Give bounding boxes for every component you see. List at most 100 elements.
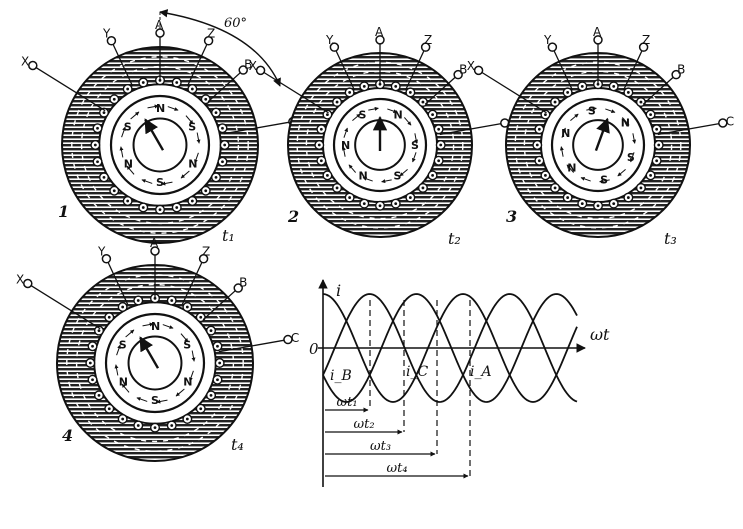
interval-label: ωt₄ — [387, 461, 408, 476]
pole-label: N — [567, 161, 576, 174]
conductor-dot — [612, 84, 616, 88]
pole-label: S — [188, 120, 196, 133]
conductor-dot — [199, 315, 203, 319]
terminal-lead — [424, 74, 459, 105]
field-arrow — [352, 113, 361, 122]
field-arrow — [343, 127, 349, 138]
field-arrow — [411, 152, 417, 163]
terminal-lead — [207, 69, 244, 103]
field-arrow — [414, 133, 419, 144]
pole-label: S — [124, 120, 132, 133]
field-arrow — [381, 179, 392, 184]
conductor-dot — [657, 143, 661, 147]
field-arrow — [126, 165, 135, 175]
field-arrow — [156, 399, 168, 404]
terminal-lead — [657, 122, 723, 136]
field-arrow — [119, 146, 124, 158]
conductor-dot — [639, 186, 643, 190]
conductor-dot — [612, 202, 616, 206]
pole-label: S — [183, 338, 191, 351]
panel-time: t₁ — [222, 226, 235, 245]
terminal-lead — [27, 282, 101, 330]
field-arrow — [632, 133, 637, 144]
field-arrow — [116, 344, 121, 356]
conductor-dot — [319, 127, 323, 131]
conductor-dot — [649, 113, 652, 117]
pole-label: S — [411, 139, 419, 152]
terminal-label-c: C — [291, 331, 299, 345]
conductor-dot — [553, 186, 557, 190]
pole-label: N — [151, 320, 160, 333]
terminal-lead — [260, 69, 329, 114]
terminal-label-z: Z — [424, 33, 432, 47]
panel-number: 2 — [287, 207, 299, 226]
field-arrow — [368, 106, 379, 111]
conductor-dot — [170, 299, 174, 302]
terminal-post — [198, 254, 209, 264]
conductor-dot — [214, 111, 218, 115]
conductor-dot — [319, 159, 323, 163]
pole-label: N — [341, 139, 350, 152]
terminal-post — [150, 246, 160, 256]
field-vector-arrow — [144, 118, 165, 151]
terminal-label-c: C — [726, 115, 734, 129]
field-arrow — [580, 176, 591, 182]
field-arrow — [185, 115, 194, 125]
terminal-lead — [105, 258, 129, 305]
terminal-label-y: Y — [97, 245, 106, 259]
terminal-label-z: Z — [202, 245, 210, 259]
conductor-dot — [566, 196, 570, 199]
pole-label: S — [119, 338, 127, 351]
curve-label: i_C — [406, 364, 428, 380]
field-arrow — [586, 106, 597, 111]
conductor-dot — [378, 204, 382, 208]
field-arrow — [561, 127, 567, 138]
field-arrow — [167, 106, 179, 111]
conductor-dot — [394, 84, 398, 88]
panel-number: 4 — [62, 426, 73, 445]
field-arrow — [136, 397, 148, 402]
conductor-dot — [214, 175, 218, 179]
terminal-label-a: A — [155, 18, 164, 32]
terminal-label-y: Y — [102, 27, 111, 41]
conductor-dot — [596, 204, 600, 208]
conductor-dot — [112, 189, 116, 193]
terminal-lead — [223, 120, 294, 135]
terminal-post — [375, 35, 385, 45]
pole-label: S — [627, 151, 635, 164]
conductor-dot — [216, 378, 219, 382]
flux-line — [523, 70, 673, 220]
terminal-post — [329, 42, 340, 52]
terminal-label-b: B — [244, 58, 252, 72]
pole-label: S — [600, 173, 608, 186]
conductor-dot — [553, 100, 557, 104]
terminal-post — [233, 283, 243, 293]
terminal-post — [101, 254, 112, 264]
conductor-dot — [221, 160, 224, 164]
conductor-dot — [190, 87, 194, 91]
conductor-dot — [141, 81, 145, 84]
terminal-lead — [186, 40, 210, 87]
terminal-label-z: Z — [642, 33, 650, 47]
field-arrow — [629, 152, 635, 163]
field-arrow — [141, 179, 153, 184]
terminal-post — [255, 65, 266, 76]
conductor-dot — [185, 417, 189, 421]
conductor-dot — [335, 186, 339, 190]
field-arrow — [196, 132, 201, 144]
conductor-dot — [91, 344, 94, 348]
conductor-dot — [175, 81, 179, 84]
terminal-label-y: Y — [543, 33, 552, 47]
panel-time: t₄ — [231, 435, 244, 454]
field-arrow — [403, 117, 412, 126]
interval-label: ωt₃ — [370, 439, 391, 454]
conductor-dot — [544, 113, 547, 117]
field-arrow — [362, 176, 373, 182]
conductor-dot — [204, 97, 208, 101]
terminal-lead — [439, 122, 505, 136]
terminal-label-x: X — [16, 272, 24, 286]
conductor-dot — [326, 113, 329, 117]
terminal-post — [593, 35, 603, 45]
